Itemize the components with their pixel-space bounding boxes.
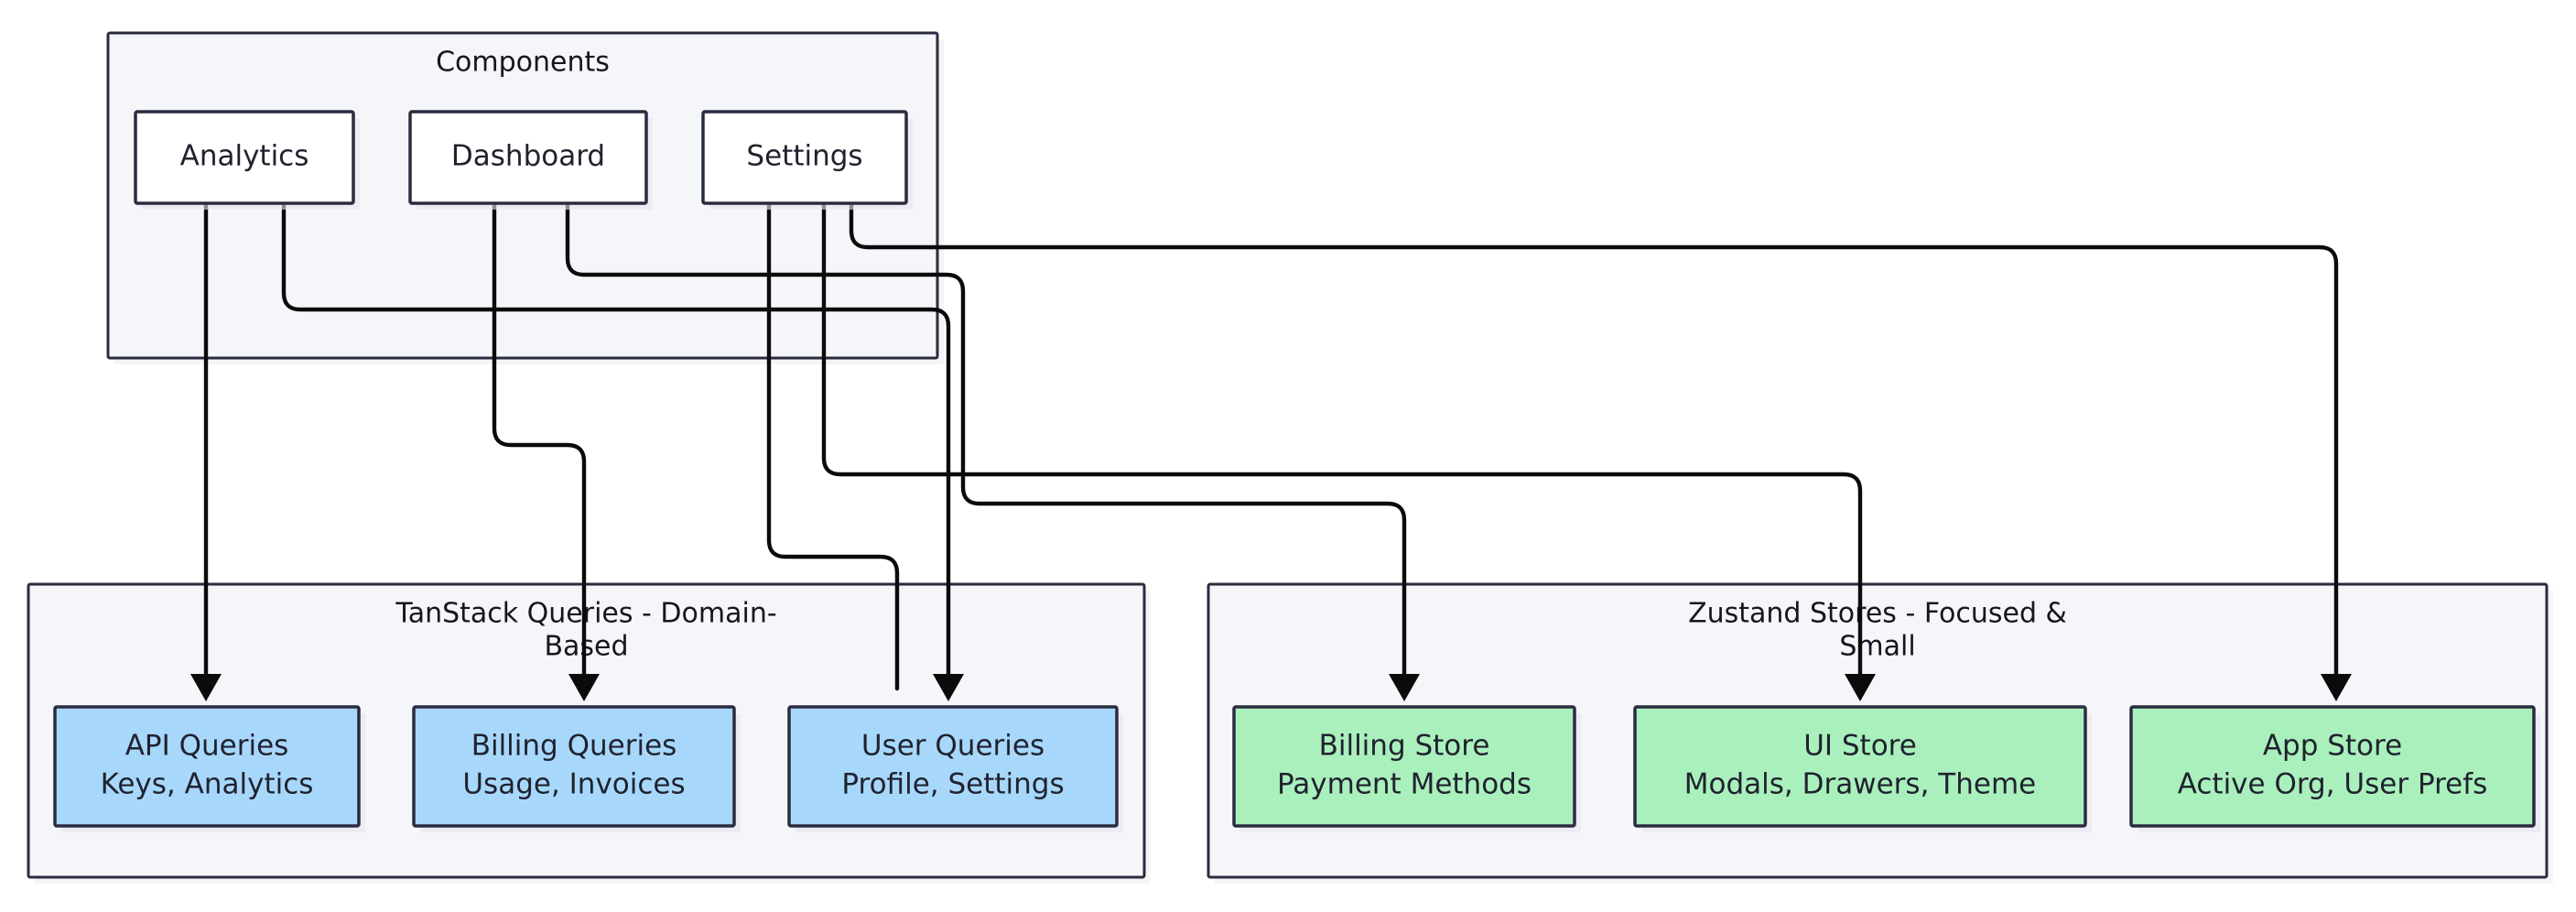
node-box-dashboard[interactable] <box>408 110 648 205</box>
edge-layer <box>190 201 2352 701</box>
arrowhead-billing-queries <box>568 674 600 701</box>
node-box-api-queries[interactable] <box>53 705 361 828</box>
node-label-settings-line1: Settings <box>746 140 862 173</box>
node-label-billing-queries-line1: Billing Queries <box>471 730 677 763</box>
node-box-user-queries[interactable] <box>787 705 1119 828</box>
edge-settings-to-user-queries <box>766 201 900 691</box>
node-box-settings[interactable] <box>701 110 908 205</box>
node-label-billing-queries-line2: Usage, Invoices <box>462 768 685 801</box>
arrowhead-billing-store <box>1389 674 1420 701</box>
node-label-ui-store-line1: UI Store <box>1803 730 1917 763</box>
arrowhead-user-queries <box>933 674 964 701</box>
edge-settings-to-ui-store <box>821 201 1863 691</box>
node-box-billing-queries[interactable] <box>412 705 736 828</box>
node-box-analytics[interactable] <box>134 110 355 205</box>
node-settings[interactable]: Settings <box>701 110 913 210</box>
node-box-app-store[interactable] <box>2129 705 2536 828</box>
node-label-app-store-line2: Active Org, User Prefs <box>2178 768 2488 801</box>
node-label-api-queries-line2: Keys, Analytics <box>101 768 314 801</box>
node-label-api-queries-line1: API Queries <box>125 730 289 763</box>
node-dashboard[interactable]: Dashboard <box>408 110 653 210</box>
node-label-billing-store-line2: Payment Methods <box>1277 768 1532 801</box>
arrowhead-app-store <box>2321 674 2352 701</box>
node-label-dashboard-line1: Dashboard <box>451 140 605 173</box>
node-label-ui-store-line2: Modals, Drawers, Theme <box>1684 768 2036 801</box>
edge-dashboard-to-billing-queries <box>492 201 587 691</box>
node-label-app-store-line1: App Store <box>2263 730 2402 763</box>
node-analytics[interactable]: Analytics <box>134 110 360 210</box>
cluster-title-components: Components <box>436 47 610 79</box>
edge-dashboard-to-billing-store <box>565 201 1407 691</box>
edge-settings-to-app-store <box>849 201 2339 691</box>
cluster-title-tanstack: Based <box>544 631 628 663</box>
cluster-title-zustand: Zustand Stores - Focused & <box>1688 598 2067 630</box>
cluster-title-zustand: Small <box>1839 631 1915 663</box>
node-label-user-queries-line2: Profile, Settings <box>841 768 1064 801</box>
node-label-analytics-line1: Analytics <box>180 140 309 173</box>
edge-analytics-to-user-queries <box>281 201 951 691</box>
arrowhead-ui-store <box>1845 674 1876 701</box>
arrowhead-api-queries <box>190 674 222 701</box>
node-label-billing-store-line1: Billing Store <box>1319 730 1490 763</box>
node-box-ui-store[interactable] <box>1633 705 2087 828</box>
node-box-billing-store[interactable] <box>1232 705 1576 828</box>
node-label-user-queries-line1: User Queries <box>861 730 1044 763</box>
